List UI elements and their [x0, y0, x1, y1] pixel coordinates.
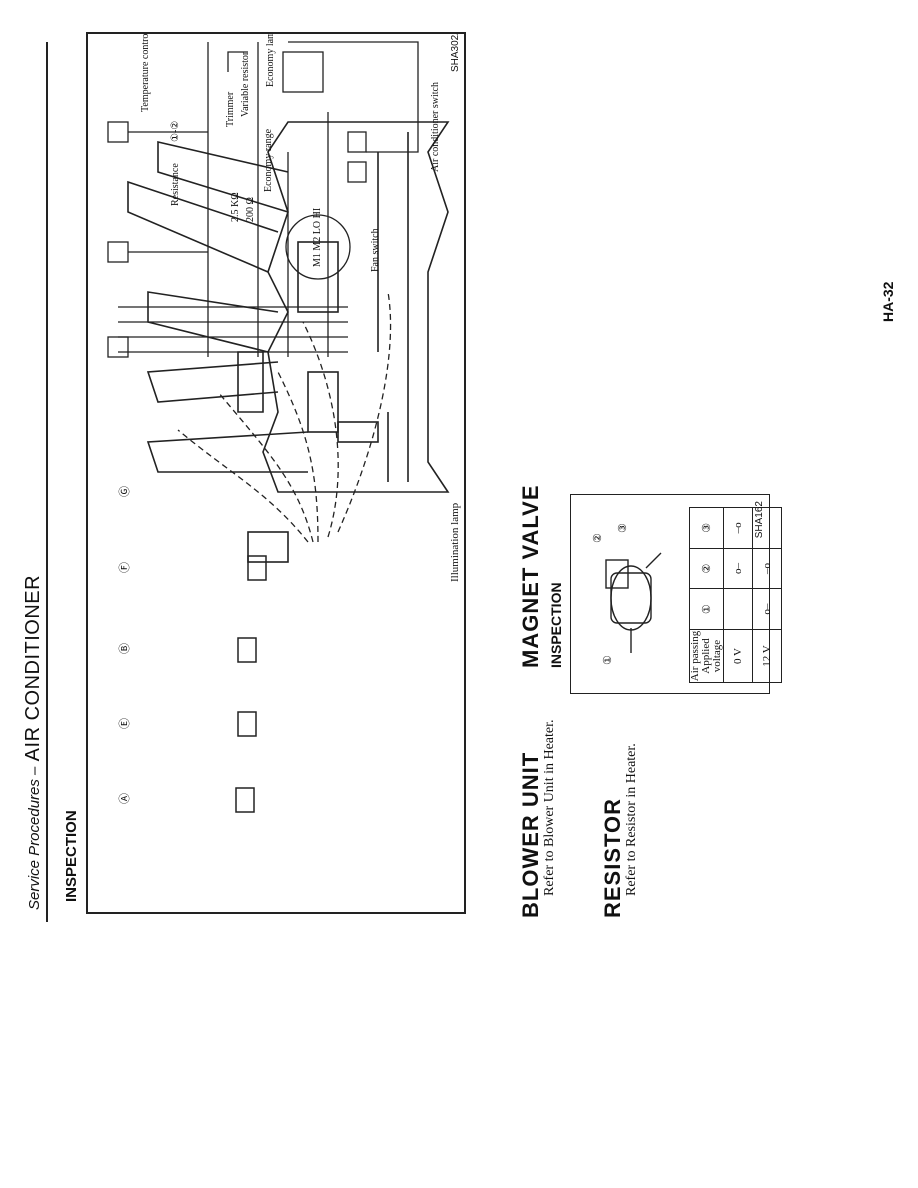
- magnet-valve-table: Air passing Applied voltage ① ② ③ 0 V o–…: [689, 507, 782, 683]
- wiring-diagram: Ⓐ Ⓔ Ⓑ Ⓕ Ⓖ Illumination lamp: [107, 34, 461, 813]
- schematic-drops: [128, 131, 208, 253]
- panel-rails: [377, 132, 409, 482]
- connector-E-body: [237, 711, 257, 737]
- valve-body: [610, 565, 652, 631]
- connector-B-body: [237, 637, 257, 663]
- continuity-mark: –o: [761, 563, 773, 575]
- table-cell: o–: [752, 588, 782, 630]
- harness: [302, 321, 339, 538]
- continuity-mark: o–: [761, 603, 773, 615]
- magnet-valve-figure: ① ② ③ Air passing Applied voltage ① ② ③ …: [570, 494, 782, 694]
- table-col-3: ③: [689, 507, 724, 549]
- schematic-feed: [207, 42, 329, 357]
- lever: [146, 431, 309, 473]
- resistor-text: Refer to Resistor in Heater.: [624, 743, 639, 896]
- economy-lamp-label: Economy lamp: [265, 34, 276, 87]
- harness: [177, 429, 309, 543]
- valve-ports: [630, 552, 662, 653]
- connector-A-body: [235, 787, 255, 813]
- table-cell: [723, 588, 753, 630]
- harness: [277, 371, 319, 543]
- connector-A-label: Ⓐ: [118, 793, 131, 804]
- page-number: HA-32: [880, 281, 896, 322]
- connector-F-label: Ⓕ: [118, 562, 131, 573]
- economy-range-label: Economy range: [263, 128, 274, 192]
- table-corner-bottom: Applied voltage: [700, 638, 723, 674]
- harness: [217, 391, 314, 543]
- table-col-2: ②: [689, 548, 724, 589]
- page-header: Service Procedures – AIR CONDITIONER: [22, 575, 45, 910]
- economy-lamp-wire: [227, 51, 248, 72]
- fan-switch-dial: [285, 214, 351, 280]
- panel-block: [307, 371, 339, 433]
- schematic-bus: [118, 306, 348, 353]
- wiring-diagram-box: Ⓐ Ⓔ Ⓑ Ⓕ Ⓖ Illumination lamp: [86, 32, 466, 914]
- resistance-pins: ①-②: [170, 121, 181, 142]
- valve-connector: [605, 559, 629, 589]
- lever: [157, 140, 289, 213]
- continuity-mark: o–: [732, 563, 744, 575]
- ac-switch-label: Air conditioner switch: [430, 82, 441, 172]
- control-panel-outline: [262, 121, 450, 493]
- valve-port-3: ③: [617, 523, 629, 533]
- magnet-code: SHA162: [754, 501, 765, 539]
- panel-block: [237, 351, 264, 413]
- ac-switch-loop: [288, 41, 419, 153]
- valve-coil: [610, 572, 652, 624]
- header-title: AIR CONDITIONER: [22, 574, 44, 762]
- lever: [146, 361, 279, 403]
- table-row: 0 V o– –o: [723, 507, 753, 683]
- trimmer-label: Trimmer: [225, 91, 236, 127]
- inspection-heading: INSPECTION: [63, 810, 80, 902]
- lamp-block: [247, 531, 289, 563]
- illumination-lamp-label: Illumination lamp: [449, 502, 461, 582]
- connector-C-schem: [347, 161, 367, 183]
- connector-B-label: Ⓑ: [118, 643, 131, 654]
- r2-label: 200 Ω: [245, 197, 256, 222]
- panel-block: [337, 421, 379, 443]
- valve-port-2: ②: [592, 533, 604, 543]
- blower-heading: BLOWER UNIT: [518, 751, 543, 918]
- fan-positions: M1 M2 LO HI: [312, 208, 323, 267]
- resistance-label: Resistance: [170, 163, 181, 206]
- magnet-valve-illustration: ① ② ③: [592, 523, 662, 665]
- header-section: Service Procedures –: [26, 766, 43, 910]
- continuity-mark: –o: [732, 522, 744, 534]
- header-rule: [46, 42, 48, 922]
- diagram-code: SHA302A: [450, 34, 461, 72]
- fan-switch-label: Fan switch: [370, 228, 381, 272]
- blower-text: Refer to Blower Unit in Heater.: [542, 719, 557, 896]
- table-voltage: 0 V: [723, 629, 753, 683]
- table-col-1: ①: [689, 588, 724, 630]
- ac-switch-box: [282, 51, 324, 93]
- fan-connector: [107, 336, 129, 358]
- table-cell: –o: [752, 548, 782, 589]
- magnet-subheading: INSPECTION: [548, 582, 564, 668]
- connector-B-schem: [107, 241, 129, 263]
- r1-label: 2.5 KΩ: [230, 192, 241, 222]
- temp-lever-label: Temperature control lever: [140, 34, 151, 112]
- connector-F-schem: [107, 121, 129, 143]
- connector-F-body: [247, 555, 267, 581]
- harness: [337, 291, 392, 533]
- connector-E-label: Ⓔ: [118, 718, 131, 729]
- magnet-heading: MAGNET VALVE: [518, 484, 543, 668]
- connector-G-label: Ⓖ: [118, 486, 131, 497]
- table-cell: o–: [723, 548, 753, 589]
- variable-resistor-label: Variable resistor: [240, 51, 251, 117]
- resistor-heading: RESISTOR: [600, 797, 625, 918]
- panel-block: [297, 241, 339, 313]
- table-cell: –o: [723, 507, 753, 549]
- lever: [127, 180, 279, 273]
- connector-D-schem: [347, 131, 367, 153]
- table-corner: Air passing Applied voltage: [689, 629, 724, 683]
- table-voltage: 12 V: [752, 629, 782, 683]
- valve-port-1: ①: [602, 655, 614, 665]
